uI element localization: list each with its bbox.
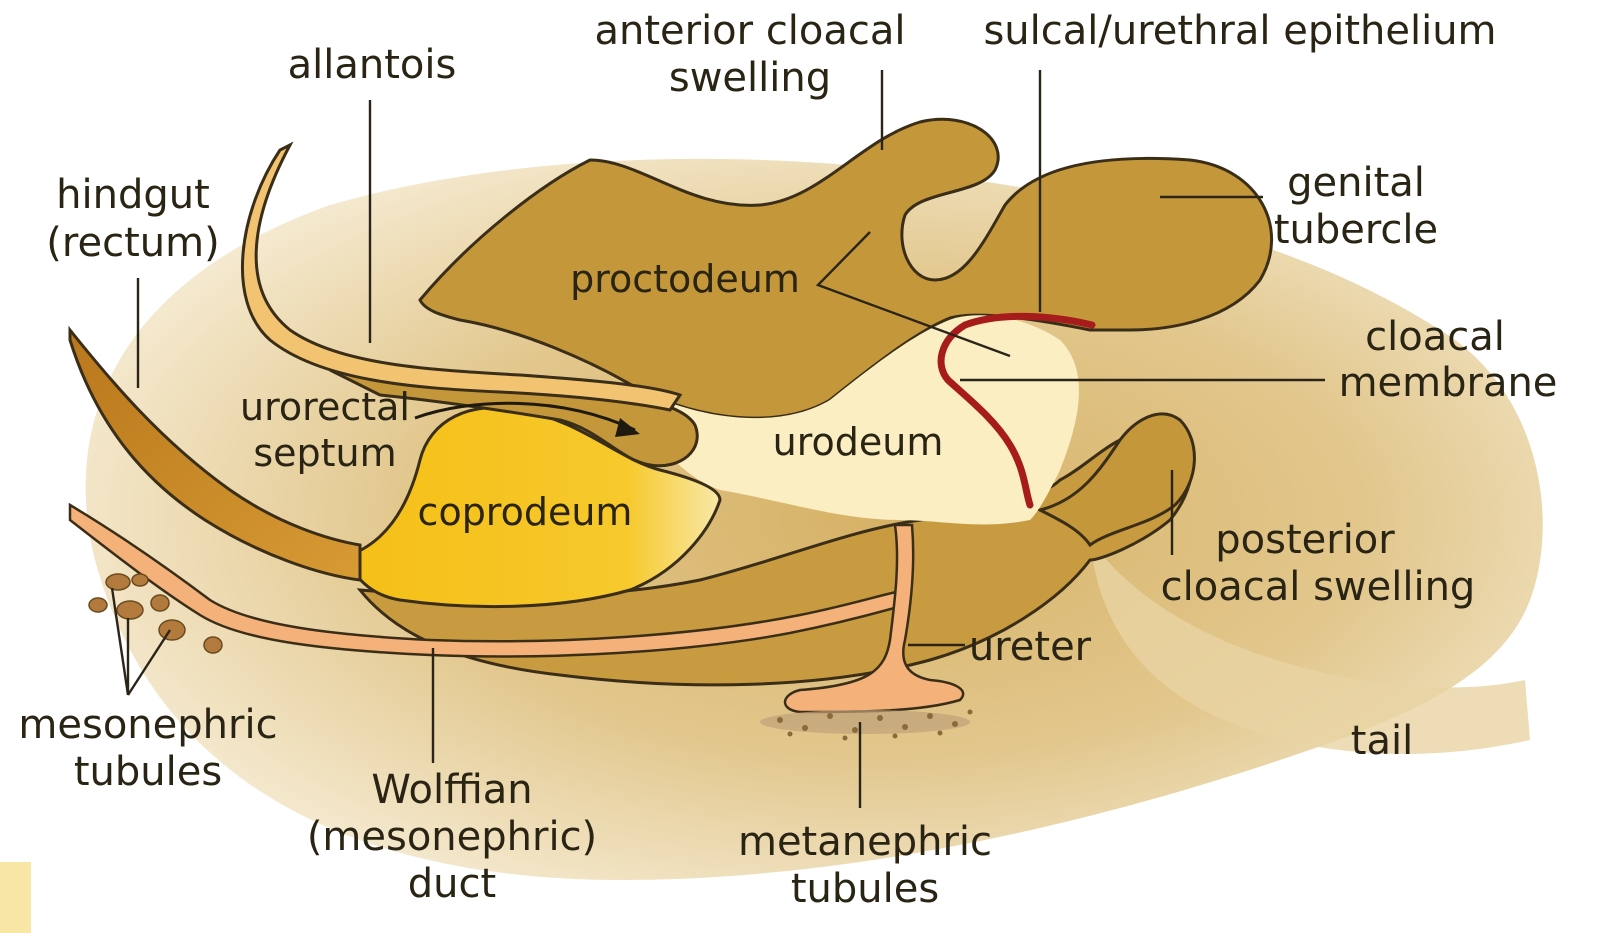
- label-urorectal-1: urorectal: [240, 385, 410, 429]
- label-metanephric-2: tubules: [791, 866, 939, 912]
- label-tail: tail: [1351, 718, 1413, 764]
- tubule-blob: [106, 574, 130, 590]
- label-proctodeum: proctodeum: [570, 257, 800, 301]
- label-wolffian-1: Wolffian: [371, 767, 532, 813]
- speckle: [777, 717, 783, 723]
- speckle: [902, 724, 908, 730]
- speckle: [952, 721, 958, 727]
- speckle: [843, 736, 848, 741]
- label-metanephric-1: metanephric: [738, 819, 992, 865]
- speckle: [788, 732, 793, 737]
- label-wolffian-3: duct: [408, 861, 496, 907]
- label-cloacal-membrane-1: cloacal: [1365, 314, 1505, 360]
- speckle: [927, 713, 933, 719]
- tubule-blob: [117, 601, 143, 619]
- speckle: [893, 734, 898, 739]
- speckle: [802, 725, 808, 731]
- tubule-blob: [132, 574, 148, 586]
- label-urorectal-2: septum: [253, 431, 396, 475]
- label-posterior-2: cloacal swelling: [1161, 564, 1476, 610]
- label-coprodeum: coprodeum: [418, 490, 633, 534]
- label-hindgut-2: (rectum): [46, 220, 219, 266]
- label-genital-1: genital: [1287, 160, 1425, 206]
- speckle: [968, 710, 973, 715]
- tubule-blob: [204, 637, 222, 653]
- label-hindgut-1: hindgut: [56, 172, 210, 218]
- label-mesonephric-2: tubules: [74, 749, 222, 795]
- tubule-blob: [151, 595, 169, 611]
- label-genital-2: tubercle: [1274, 207, 1438, 253]
- label-sulcal: sulcal/urethral epithelium: [983, 8, 1496, 54]
- label-ureter: ureter: [969, 624, 1092, 670]
- label-cloacal-membrane-2: membrane: [1339, 360, 1558, 406]
- label-anterior-cloacal-1: anterior cloacal: [594, 8, 905, 54]
- label-mesonephric-1: mesonephric: [18, 702, 277, 748]
- speckle: [852, 727, 858, 733]
- label-urodeum: urodeum: [773, 420, 944, 464]
- speckle: [827, 713, 833, 719]
- speckle: [938, 731, 943, 736]
- label-posterior-1: posterior: [1215, 517, 1395, 563]
- speckle-band: [760, 710, 970, 734]
- label-allantois: allantois: [288, 42, 457, 88]
- label-anterior-cloacal-2: swelling: [669, 55, 831, 101]
- corner-color-swatch: [0, 862, 31, 933]
- tubule-blob: [159, 620, 185, 640]
- speckle: [877, 715, 883, 721]
- tubule-blob: [89, 598, 107, 612]
- label-wolffian-2: (mesonephric): [307, 814, 597, 860]
